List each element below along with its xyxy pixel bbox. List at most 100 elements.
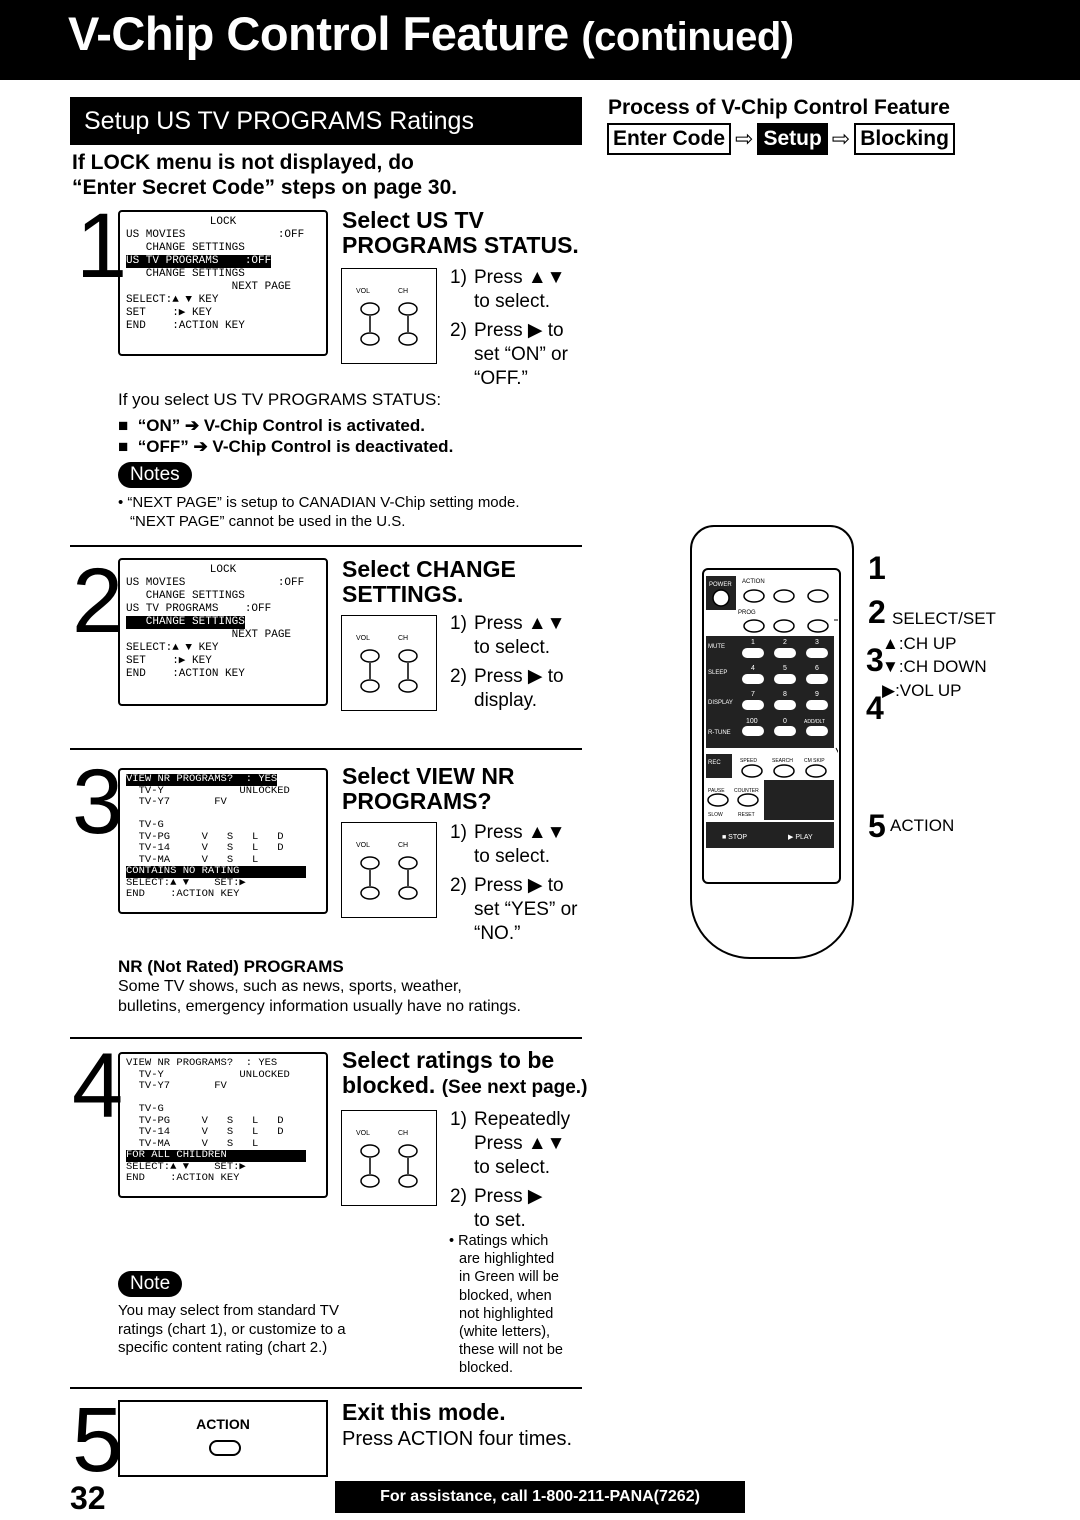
step-number: 3: [72, 751, 123, 853]
process-blocking: Blocking: [854, 123, 955, 155]
keypad-icon: VOL CH: [356, 842, 418, 900]
step2-instructions: 1)Press ▲▼ to select. 2)Press ▶ to displ…: [450, 613, 566, 711]
divider: [70, 748, 582, 750]
svg-text:COUNTER: COUNTER: [734, 788, 759, 794]
arrow-icon: ⇨: [831, 126, 851, 151]
callout-ch-up: ▲:CH UP: [882, 634, 957, 653]
svg-text:CH: CH: [398, 288, 408, 295]
svg-text:3: 3: [815, 639, 819, 646]
svg-text:9: 9: [815, 691, 819, 698]
svg-text:POWER: POWER: [709, 582, 732, 588]
callout-2: 2: [868, 594, 886, 630]
svg-text:SLOW: SLOW: [708, 812, 723, 818]
nr-text: Some TV shows, such as news, sports, wea…: [118, 978, 521, 1015]
keypad-icon: VOL CH: [356, 1130, 418, 1188]
svg-text:CH: CH: [398, 635, 408, 642]
svg-text:1: 1: [751, 639, 755, 646]
page-title: V-Chip Control Feature (continued): [68, 7, 794, 60]
svg-text:PAUSE: PAUSE: [708, 788, 725, 794]
step4-heading: Select ratings to be blocked. (See next …: [342, 1047, 588, 1099]
ratings-screen: VIEW NR PROGRAMS? : YES TV-Y UNLOCKED TV…: [118, 1052, 328, 1198]
svg-text:8: 8: [783, 691, 787, 698]
svg-text:SEARCH: SEARCH: [772, 758, 793, 764]
divider: [70, 545, 582, 547]
step5-heading: Exit this mode.: [342, 1399, 506, 1425]
svg-text:7: 7: [751, 691, 755, 698]
callout-ch-down: ▼:CH DOWN: [882, 657, 987, 676]
step3-instructions: 1)Press ▲▼ to select. 2)Press ▶ to set “…: [450, 822, 578, 944]
svg-text:VOL: VOL: [356, 1130, 370, 1137]
svg-text:DISPLAY: DISPLAY: [708, 700, 733, 706]
action-key-box: ACTION: [118, 1400, 328, 1477]
section-title: Setup US TV PROGRAMS Ratings: [70, 97, 582, 145]
notes-text: • “NEXT PAGE” is setup to CANADIAN V-Chi…: [118, 494, 520, 530]
change-settings-screen: LOCK US MOVIES :OFF CHANGE SETTINGS US T…: [118, 558, 328, 706]
ratings-side-note: • Ratings which are highlighted in Green…: [449, 1233, 563, 1377]
step1-heading: Select US TV PROGRAMS STATUS.: [342, 207, 579, 258]
step3-heading: Select VIEW NR PROGRAMS?: [342, 763, 515, 814]
divider: [70, 1037, 582, 1039]
svg-text:VOL: VOL: [356, 635, 370, 642]
action-key-label: ACTION: [196, 1416, 250, 1432]
svg-text:R-TUNE: R-TUNE: [708, 730, 731, 736]
svg-text:VOL: VOL: [356, 288, 370, 295]
divider: [70, 1387, 582, 1389]
step1-instructions: 1)Press ▲▼ to select. 2)Press ▶ to set “…: [450, 267, 568, 389]
callout-select-set: SELECT/SET: [892, 609, 996, 628]
page-number: 32: [70, 1480, 106, 1516]
view-nr-screen: VIEW NR PROGRAMS? : YES TV-Y UNLOCKED TV…: [118, 768, 328, 914]
lock-message: If LOCK menu is not displayed, do “Enter…: [72, 151, 458, 199]
vol-ch-keypad: VOL CH: [341, 268, 437, 364]
svg-text:6: 6: [815, 665, 819, 672]
status-bullets: ■ “ON” ➔ V-Chip Control is activated. ■ …: [118, 416, 454, 456]
svg-text:5: 5: [783, 665, 787, 672]
process-flow: Enter Code ⇨ Setup ⇨ Blocking: [607, 123, 955, 155]
callout-4: 4: [866, 690, 884, 726]
svg-text:CH: CH: [398, 1130, 408, 1137]
nr-title: NR (Not Rated) PROGRAMS: [118, 957, 344, 976]
svg-text:100: 100: [746, 718, 758, 725]
svg-text:CH: CH: [398, 842, 408, 849]
vol-ch-keypad: VOL CH: [341, 1110, 437, 1206]
callout-vol-up: ▶:VOL UP: [882, 681, 962, 700]
svg-text:MUTE: MUTE: [708, 644, 725, 650]
assistance-banner: For assistance, call 1-800-211-PANA(7262…: [335, 1481, 745, 1513]
keypad-icon: VOL CH: [356, 288, 418, 346]
vol-ch-keypad: VOL CH: [341, 615, 437, 711]
remote-control: [690, 525, 854, 959]
step-number: 4: [72, 1035, 123, 1137]
title-bar: [0, 0, 1080, 80]
notes-badge: Notes: [118, 462, 192, 488]
bullet-icon: ■: [118, 416, 129, 435]
process-title: Process of V-Chip Control Feature: [608, 96, 950, 119]
step-number: 1: [76, 195, 127, 297]
process-enter-code: Enter Code: [607, 123, 732, 155]
callout-3: 3: [866, 642, 884, 678]
callout-action: ACTION: [890, 816, 955, 835]
callout-5: 5: [868, 808, 886, 844]
svg-text:ADD/DLT: ADD/DLT: [804, 719, 825, 725]
remote-buttons: POWER ACTION PROG MUTE SLEEP DISPLAY R-T…: [706, 576, 838, 848]
note-badge: Note: [118, 1271, 183, 1297]
svg-text:SPEED: SPEED: [740, 758, 757, 764]
bullet-icon: ■: [118, 437, 129, 456]
vol-ch-keypad: VOL CH: [341, 822, 437, 918]
svg-text:VOL: VOL: [356, 842, 370, 849]
svg-text:PROG: PROG: [738, 610, 756, 616]
svg-text:4: 4: [751, 665, 755, 672]
callout-1: 1: [868, 550, 886, 586]
step4-instructions: 1)Repeatedly Press ▲▼ to select. 2)Press…: [450, 1109, 571, 1231]
step-number: 5: [72, 1389, 123, 1491]
svg-text:■ STOP: ■ STOP: [722, 834, 747, 841]
status-info: If you select US TV PROGRAMS STATUS:: [118, 390, 442, 409]
svg-text:REC: REC: [708, 760, 721, 766]
lock-menu-screen: LOCK US MOVIES :OFF CHANGE SETTINGS US T…: [118, 210, 328, 356]
note-text: You may select from standard TV ratings …: [118, 1302, 346, 1356]
svg-text:▶ PLAY: ▶ PLAY: [788, 834, 813, 841]
svg-text:0: 0: [783, 718, 787, 725]
step-number: 2: [72, 550, 123, 652]
keypad-icon: VOL CH: [356, 635, 418, 693]
svg-text:RESET: RESET: [738, 812, 755, 818]
action-button-icon: [209, 1440, 241, 1456]
step5-text: Press ACTION four times.: [342, 1428, 573, 1450]
